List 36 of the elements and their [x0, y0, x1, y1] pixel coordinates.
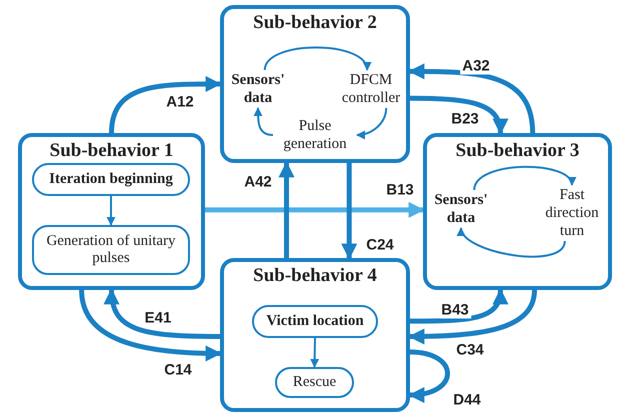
step-text: DFCM controller [333, 70, 409, 108]
arrow [278, 161, 294, 258]
arrow [79, 290, 222, 362]
arrow [459, 227, 566, 258]
panel-title: Sub-behavior 2 [252, 12, 378, 34]
edge-label: A32 [460, 58, 492, 74]
panel-title: Sub-behavior 4 [252, 265, 378, 287]
step-text: Pulse generation [273, 115, 357, 155]
step-pill: Iteration beginning [32, 163, 190, 196]
panel-title: Sub-behavior 1 [48, 140, 174, 162]
sub-behavior-panel [18, 133, 205, 290]
arrow [109, 76, 222, 134]
arrow [408, 349, 450, 402]
arrow [410, 288, 508, 324]
sub-behavior-panel [220, 5, 410, 163]
arrow [356, 108, 388, 139]
arrow [106, 196, 116, 226]
step-text: Sensors' data [224, 70, 292, 108]
arrow [104, 288, 220, 340]
arrow [408, 63, 536, 134]
step-pill: Rescue [275, 367, 354, 398]
panel-title: Sub-behavior 3 [454, 140, 580, 162]
sub-behavior-panel [423, 133, 612, 290]
arrow [473, 166, 574, 190]
arrow [310, 338, 320, 368]
arrow [341, 163, 358, 260]
arrow [205, 202, 425, 218]
edge-label: B43 [439, 302, 471, 318]
step-pill: Generation of unitary pulses [32, 225, 190, 275]
step-text: Fast direction turn [536, 185, 608, 241]
step-text: Sensors' data [428, 190, 494, 228]
step-pill: Victim location [252, 305, 378, 338]
sub-behavior-panel [220, 258, 410, 412]
arrow [264, 46, 370, 71]
arrow [410, 96, 508, 135]
arrow [408, 290, 537, 344]
